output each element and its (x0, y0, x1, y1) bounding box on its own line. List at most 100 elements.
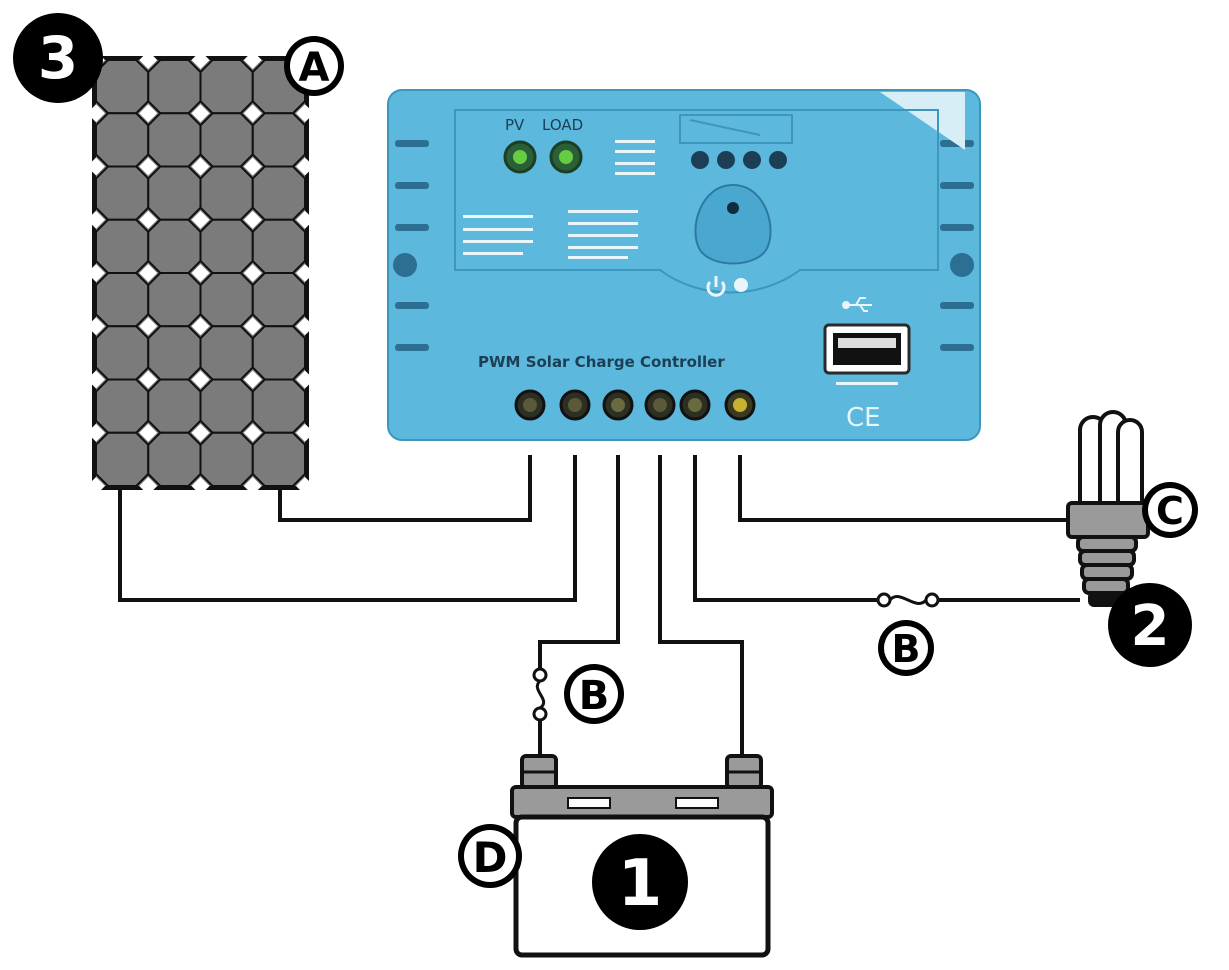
solar-cell (251, 431, 306, 487)
terminal-load-negative[interactable] (679, 389, 711, 421)
cell-gap (243, 264, 262, 282)
terminal-pv-negative[interactable] (559, 389, 591, 421)
solar-cell (95, 165, 150, 221)
cell-gap (243, 104, 262, 123)
solar-cell (251, 272, 306, 328)
solar-cell (251, 165, 306, 221)
cell-gap (296, 370, 314, 389)
cell-gap (87, 370, 105, 389)
cell-gap (139, 423, 158, 442)
badge-d-label: D (473, 833, 508, 882)
controller-title: PWM Solar Charge Controller (478, 353, 725, 371)
cell-gap (191, 423, 210, 442)
terminal-row (514, 389, 756, 421)
badge-b-load: B (878, 620, 934, 676)
solar-cell (147, 165, 202, 221)
terminal-load-positive[interactable] (724, 389, 756, 421)
solar-cell (147, 59, 202, 115)
wire-battery-negative (658, 455, 744, 760)
cell-gap (243, 317, 262, 336)
cell-gap (87, 210, 105, 229)
terminal-pv-positive[interactable] (514, 389, 546, 421)
cfl-lamp-icon (1066, 410, 1150, 607)
cell-gap (243, 51, 262, 69)
cell-gap (191, 477, 210, 495)
right-vents (940, 140, 974, 351)
wire-load-positive (738, 455, 1068, 522)
badge-b-load-label: B (892, 627, 921, 671)
cell-gap (139, 104, 158, 123)
cell-gap (191, 51, 210, 69)
badge-3-label: 3 (38, 24, 78, 92)
face-recess (454, 109, 939, 294)
solar-cell (199, 218, 254, 274)
usb-icon (842, 297, 872, 312)
solar-cells (87, 51, 314, 495)
setting-button[interactable] (694, 183, 772, 265)
solar-cell (199, 325, 254, 381)
cell-gap (191, 370, 210, 389)
solar-cell (147, 378, 202, 434)
wire-panel-positive (278, 455, 532, 522)
cell-gap (191, 210, 210, 229)
cell-gap (139, 51, 158, 69)
ce-mark: CE (846, 403, 881, 433)
solar-cell (147, 325, 202, 381)
terminal-battery-positive[interactable] (602, 389, 634, 421)
cell-gap (243, 477, 262, 495)
cell-gap (87, 264, 105, 282)
badge-a-label: A (299, 45, 330, 91)
badge-d: D (458, 824, 522, 888)
solar-cell (199, 431, 254, 487)
badge-c: C (1142, 482, 1198, 538)
solar-cell (95, 378, 150, 434)
badge-2-label: 2 (1131, 594, 1170, 659)
badge-3: 3 (13, 13, 103, 103)
cell-gap (139, 370, 158, 389)
cell-gap (243, 370, 262, 389)
mount-hole-right (950, 253, 974, 277)
cell-gap (296, 264, 314, 282)
wires (118, 455, 1080, 760)
cell-gap (87, 423, 105, 442)
wire-load-negative (693, 455, 878, 602)
badge-2: 2 (1108, 583, 1192, 667)
cell-gap (87, 477, 105, 495)
pv-label: PV (505, 116, 525, 134)
cell-gap (139, 157, 158, 176)
cell-gap (139, 317, 158, 336)
cell-gap (87, 317, 105, 336)
solar-cell (251, 378, 306, 434)
usb-port[interactable] (823, 323, 911, 375)
solar-cell (251, 112, 306, 168)
solar-cell (199, 272, 254, 328)
cell-gap (243, 210, 262, 229)
solar-cell (95, 112, 150, 168)
corner-fold (880, 92, 965, 150)
cell-gap (296, 104, 314, 123)
terminal-battery-negative[interactable] (644, 389, 676, 421)
badge-1-label: 1 (618, 847, 663, 921)
wire-battery-positive (538, 455, 620, 668)
power-icon (706, 276, 748, 297)
cell-gap (296, 423, 314, 442)
cell-gap (139, 210, 158, 229)
badge-b-battery-label: B (579, 673, 610, 719)
cell-gap (87, 104, 105, 123)
mount-hole-left (393, 253, 417, 277)
solar-cell (199, 112, 254, 168)
solar-cell (95, 325, 150, 381)
solar-cell (199, 165, 254, 221)
battery-level-indicator (679, 114, 793, 169)
cell-gap (191, 104, 210, 123)
cell-gap (139, 264, 158, 282)
wire-panel-negative (118, 455, 577, 602)
left-vents (395, 140, 429, 351)
cell-gap (139, 477, 158, 495)
cell-gap (243, 423, 262, 442)
badge-b-battery: B (564, 664, 624, 724)
cell-gap (296, 317, 314, 336)
legend-lines (463, 140, 655, 259)
solar-cell (95, 218, 150, 274)
